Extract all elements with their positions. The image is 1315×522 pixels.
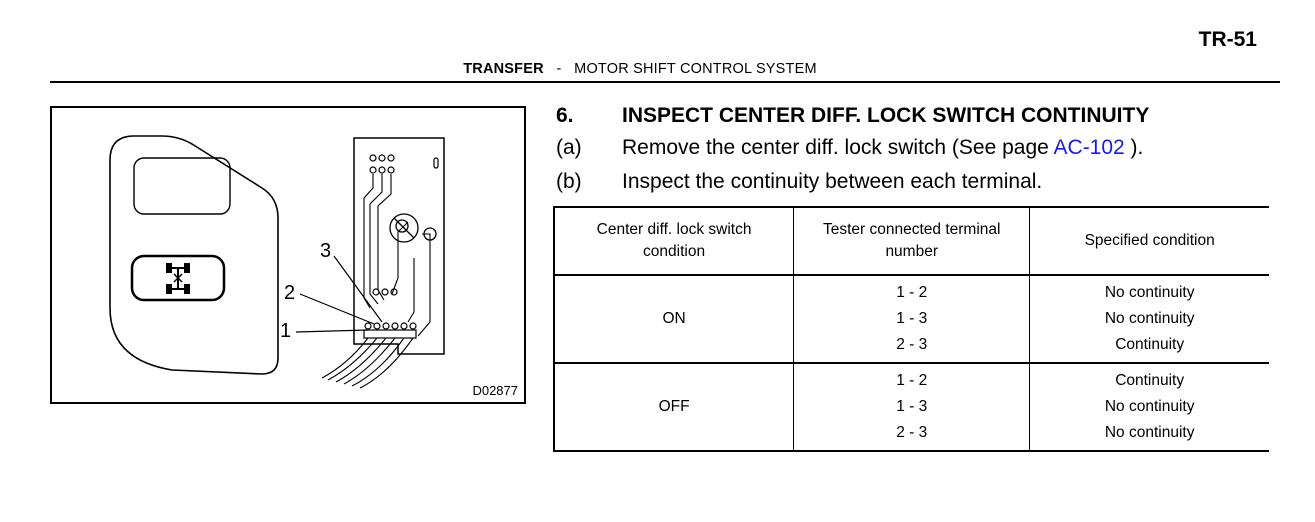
four-wheel-drive-icon xyxy=(166,263,190,294)
switch-drawing xyxy=(109,135,445,389)
board-terminals-top xyxy=(369,154,439,174)
table-row: OFF 1 - 2 1 - 3 2 - 3 Continuity No cont… xyxy=(553,363,1269,452)
result-cell: Continuity No continuity No continuity xyxy=(1029,363,1269,452)
switch-illustration: 1 2 3 D02877 xyxy=(50,106,526,404)
header-specified: Specified condition xyxy=(1029,206,1269,276)
step-title: INSPECT CENTER DIFF. LOCK SWITCH CONTINU… xyxy=(622,104,1150,127)
header-separator: - xyxy=(556,61,562,77)
condition-cell: OFF xyxy=(553,363,795,452)
wire-harness xyxy=(321,337,414,389)
step-b-text: Inspect the continuity between each term… xyxy=(622,170,1043,193)
callout-1: 1 xyxy=(280,320,292,342)
terminal-cell: 1 - 2 1 - 3 2 - 3 xyxy=(793,275,1031,364)
table-row: ON 1 - 2 1 - 3 2 - 3 No continuity No co… xyxy=(553,275,1269,364)
callout-2: 2 xyxy=(284,282,296,304)
switch-bezel xyxy=(109,135,279,375)
terminal-cell: 1 - 2 1 - 3 2 - 3 xyxy=(793,363,1031,452)
step-6: 6. INSPECT CENTER DIFF. LOCK SWITCH CONTI… xyxy=(556,103,1149,129)
callout-3: 3 xyxy=(320,240,332,262)
step-b: (b) Inspect the continuity between each t… xyxy=(556,169,1042,195)
page-link-ac-102[interactable]: AC-102 xyxy=(1053,136,1125,159)
condition-cell: ON xyxy=(553,275,795,364)
step-b-label: (b) xyxy=(556,170,582,193)
switch-window xyxy=(133,157,231,215)
step-a-tail: ). xyxy=(1124,136,1144,159)
step-a-label: (a) xyxy=(556,136,582,159)
step-a-text: Remove the center diff. lock switch (See… xyxy=(622,136,1054,159)
board-contact xyxy=(389,213,437,243)
step-a: (a) Remove the center diff. lock switch (… xyxy=(556,135,1143,161)
figure-id: D02877 xyxy=(472,383,518,398)
page-number: TR-51 xyxy=(1198,28,1257,51)
subsection-title: MOTOR SHIFT CONTROL SYSTEM xyxy=(574,61,817,77)
connector-pins xyxy=(363,322,417,339)
section-title: TRANSFER xyxy=(463,61,544,77)
running-header: TRANSFER - MOTOR SHIFT CONTROL SYSTEM xyxy=(0,61,1280,77)
board-terminals-mid xyxy=(372,288,398,296)
step-number: 6. xyxy=(556,104,574,127)
result-cell: No continuity No continuity Continuity xyxy=(1029,275,1269,364)
callout-leaders xyxy=(295,255,383,333)
lock-button xyxy=(130,254,226,302)
header-rule xyxy=(50,81,1280,83)
circuit-board xyxy=(353,137,445,355)
